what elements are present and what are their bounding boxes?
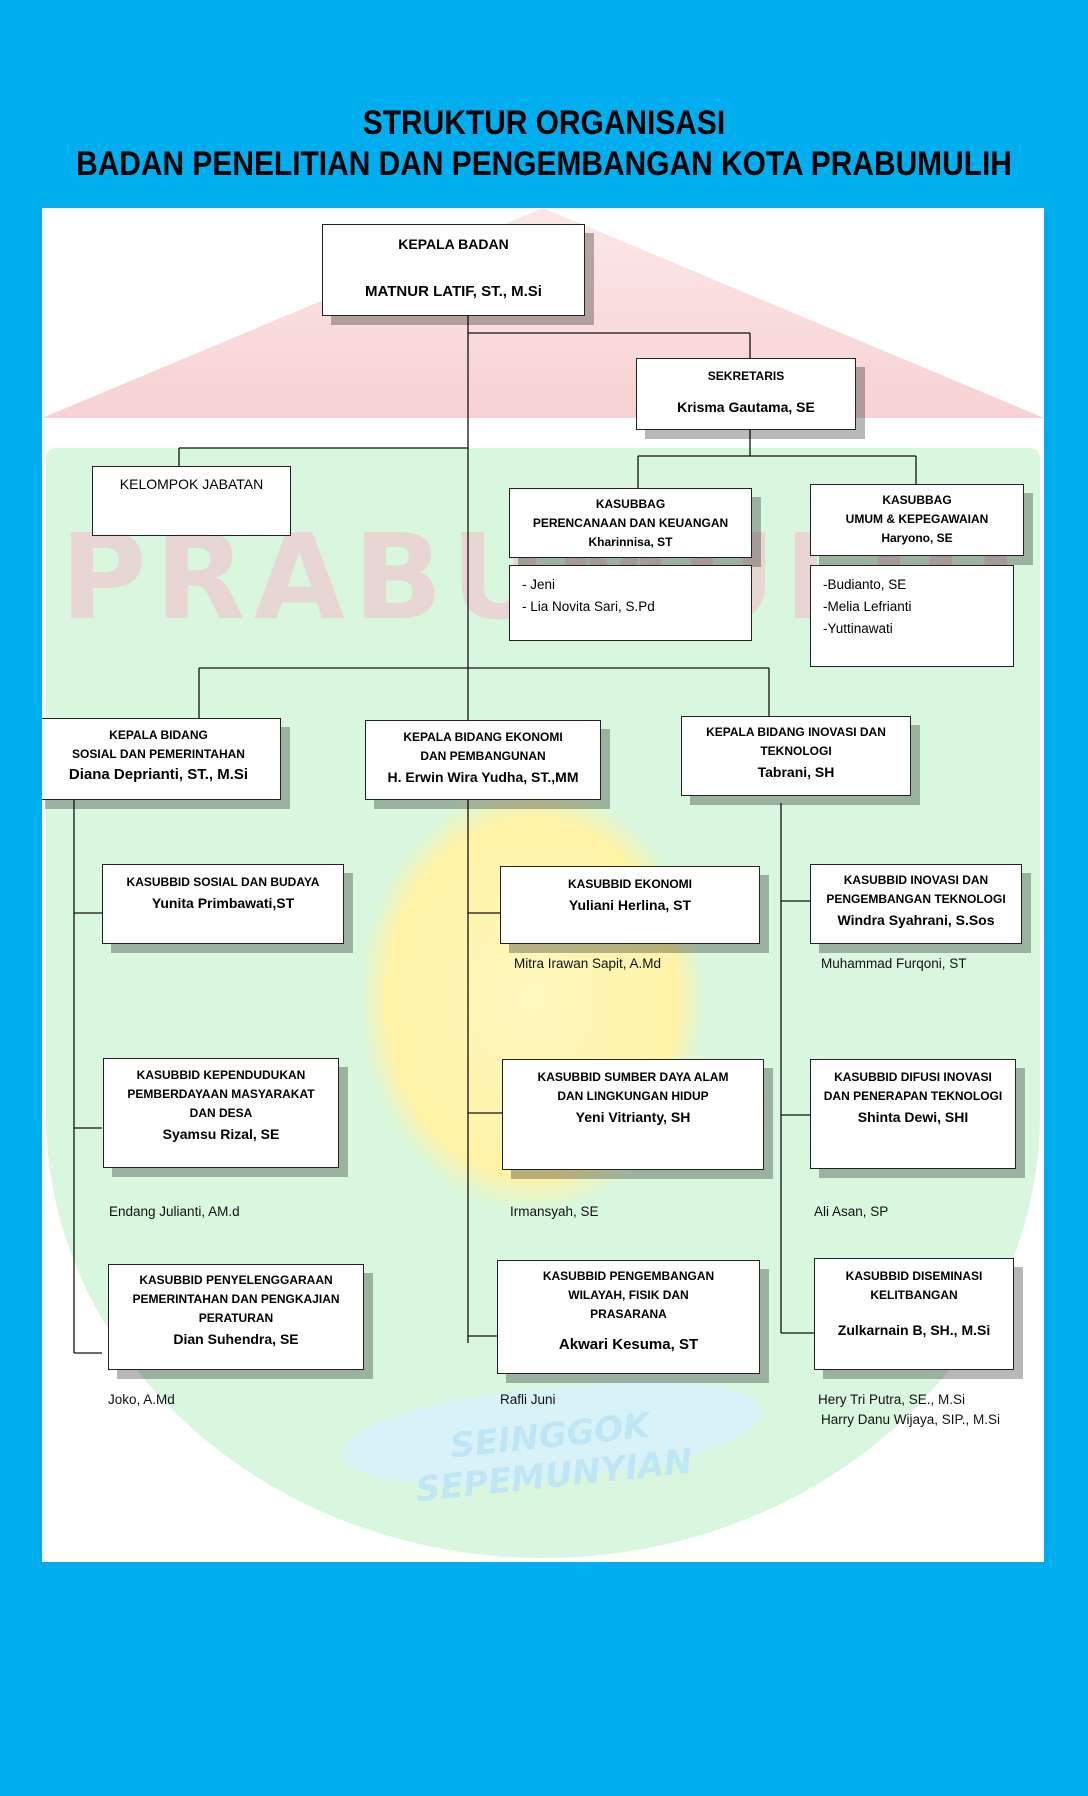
kabid-ekonomi-line2: DAN PEMBANGUNAN	[420, 749, 546, 763]
kasubbid-inovasi-staff: Muhammad Furqoni, ST	[821, 956, 967, 971]
kepala-badan-title: KEPALA BADAN	[398, 236, 509, 252]
kasubbid-penyelenggaraan-line2: PEMERINTAHAN DAN PENGKAJIAN	[132, 1292, 340, 1306]
kabid-sosial-line1: KEPALA BIDANG	[109, 728, 208, 742]
kasubbag-umum-staff-list: -Budianto, SE -Melia Lefrianti -Yuttinaw…	[810, 565, 1014, 667]
kasubbid-diseminasi-staff-1: Hery Tri Putra, SE., M.Si	[818, 1392, 966, 1407]
page-title-line1: STRUKTUR ORGANISASI	[362, 104, 726, 142]
kabid-ekonomi-box: KEPALA BIDANG EKONOMI DAN PEMBANGUNAN H.…	[365, 720, 601, 800]
kasubbid-sda-box: KASUBBID SUMBER DAYA ALAM DAN LINGKUNGAN…	[502, 1059, 764, 1170]
kasubbid-sosial-budaya-box: KASUBBID SOSIAL DAN BUDAYA Yunita Primba…	[102, 864, 344, 944]
kepala-badan-box: KEPALA BADAN MATNUR LATIF, ST., M.Si	[322, 224, 585, 316]
kelompok-jabatan-title: KELOMPOK JABATAN	[119, 476, 264, 492]
kasubbid-inovasi-line2: PENGEMBANGAN TEKNOLOGI	[826, 892, 1006, 906]
kasubbid-sosial-budaya-line1: KASUBBID SOSIAL DAN BUDAYA	[126, 875, 320, 889]
kasubbid-diseminasi-box: KASUBBID DISEMINASI KELITBANGAN Zulkarna…	[814, 1258, 1014, 1370]
kasubbid-difusi-line2: DAN PENERAPAN TEKNOLOGI	[823, 1089, 1003, 1103]
list-item: -Melia Lefrianti	[823, 599, 912, 614]
kepala-badan-name: MATNUR LATIF, ST., M.Si	[365, 283, 542, 300]
kasubbag-umum-line1: KASUBBAG	[882, 493, 952, 507]
kasubbag-perencanaan-staff-list: - Jeni - Lia Novita Sari, S.Pd	[509, 565, 752, 641]
list-item: - Jeni	[522, 577, 556, 592]
org-chart-panel: PRABUMULIH SEINGGOK SEPEMUNYIAN	[42, 208, 1044, 1562]
kasubbid-penyelenggaraan-line3: PERATURAN	[198, 1311, 274, 1325]
kasubbid-difusi-staff: Ali Asan, SP	[814, 1204, 889, 1219]
kabid-ekonomi-line1: KEPALA BIDANG EKONOMI	[403, 730, 563, 744]
kasubbid-wilayah-line2: WILAYAH, FISIK DAN	[568, 1288, 689, 1302]
kasubbag-perencanaan-line2: PERENCANAAN DAN KEUANGAN	[532, 516, 729, 530]
kasubbid-wilayah-line3: PRASARANA	[590, 1307, 667, 1321]
kasubbag-perencanaan-line1: KASUBBAG	[595, 497, 666, 511]
kasubbag-perencanaan-name: Kharinnisa, ST	[588, 535, 673, 549]
kabid-sosial-line2: SOSIAL DAN PEMERINTAHAN	[72, 747, 245, 761]
list-item: -Yuttinawati	[823, 621, 893, 636]
kabid-inovasi-line2: TEKNOLOGI	[760, 744, 832, 758]
list-item: -Budianto, SE	[823, 577, 907, 592]
kasubbid-diseminasi-name: Zulkarnain B, SH., M.Si	[837, 1322, 991, 1338]
kasubbid-ekonomi-box: KASUBBID EKONOMI Yuliani Herlina, ST	[500, 866, 760, 944]
page-title-line2: BADAN PENELITIAN DAN PENGEMBANGAN KOTA P…	[76, 145, 1012, 183]
kasubbid-penyelenggaraan-line1: KASUBBID PENYELENGGARAAN	[139, 1273, 333, 1287]
kasubbid-difusi-line1: KASUBBID DIFUSI INOVASI	[834, 1070, 992, 1084]
list-item: - Lia Novita Sari, S.Pd	[522, 599, 655, 614]
kasubbid-ekonomi-staff: Mitra Irawan Sapit, A.Md	[514, 956, 662, 971]
kabid-inovasi-box: KEPALA BIDANG INOVASI DAN TEKNOLOGI Tabr…	[681, 716, 911, 796]
kasubbid-kependudukan-staff: Endang Julianti, AM.d	[109, 1204, 240, 1219]
kasubbag-umum-box: KASUBBAG UMUM & KEPEGAWAIAN Haryono, SE	[810, 484, 1024, 556]
kabid-inovasi-line1: KEPALA BIDANG INOVASI DAN	[706, 725, 886, 739]
kasubbid-wilayah-box: KASUBBID PENGEMBANGAN WILAYAH, FISIK DAN…	[497, 1260, 760, 1374]
kelompok-jabatan-box: KELOMPOK JABATAN	[92, 466, 291, 536]
sekretaris-name: Krisma Gautama, SE	[677, 399, 815, 415]
kasubbid-diseminasi-line2: KELITBANGAN	[870, 1288, 958, 1302]
kasubbag-umum-line2: UMUM & KEPEGAWAIAN	[845, 512, 989, 526]
kasubbid-difusi-name: Shinta Dewi, SHI	[857, 1109, 969, 1125]
kasubbid-kependudukan-name: Syamsu Rizal, SE	[162, 1126, 280, 1142]
kasubbid-penyelenggaraan-staff: Joko, A.Md	[108, 1392, 175, 1407]
kasubbid-sda-name: Yeni Vitrianty, SH	[575, 1109, 691, 1125]
kabid-sosial-name: Diana Deprianti, ST., M.Si	[68, 766, 249, 783]
kabid-inovasi-name: Tabrani, SH	[757, 764, 835, 780]
kasubbid-penyelenggaraan-name: Dian Suhendra, SE	[173, 1331, 299, 1347]
kasubbid-sda-line2: DAN LINGKUNGAN HIDUP	[557, 1089, 709, 1103]
kasubbid-diseminasi-staff-2: Harry Danu Wijaya, SIP., M.Si	[821, 1412, 1001, 1427]
kasubbag-umum-name: Haryono, SE	[881, 531, 953, 545]
kasubbid-ekonomi-line1: KASUBBID EKONOMI	[567, 877, 692, 891]
kasubbid-wilayah-staff: Rafli Juni	[500, 1392, 556, 1407]
kasubbid-kependudukan-line3: DAN DESA	[189, 1106, 253, 1120]
kasubbag-perencanaan-box: KASUBBAG PERENCANAAN DAN KEUANGAN Kharin…	[509, 488, 752, 558]
sekretaris-title: SEKRETARIS	[707, 369, 785, 383]
kasubbid-ekonomi-name: Yuliani Herlina, ST	[568, 897, 692, 913]
kasubbid-kependudukan-line2: PEMBERDAYAAN MASYARAKAT	[127, 1087, 315, 1101]
kasubbid-sda-line1: KASUBBID SUMBER DAYA ALAM	[537, 1070, 729, 1084]
kasubbid-inovasi-name: Windra Syahrani, S.Sos	[837, 912, 995, 928]
kasubbid-penyelenggaraan-box: KASUBBID PENYELENGGARAAN PEMERINTAHAN DA…	[108, 1264, 364, 1370]
kasubbid-inovasi-box: KASUBBID INOVASI DAN PENGEMBANGAN TEKNOL…	[810, 864, 1022, 944]
kasubbid-sosial-budaya-name: Yunita Primbawati,ST	[151, 895, 295, 911]
kasubbid-wilayah-name: Akwari Kesuma, ST	[558, 1336, 699, 1353]
kasubbid-diseminasi-line1: KASUBBID DISEMINASI	[845, 1269, 983, 1283]
kabid-ekonomi-name: H. Erwin Wira Yudha, ST.,MM	[387, 769, 579, 785]
kasubbid-difusi-box: KASUBBID DIFUSI INOVASI DAN PENERAPAN TE…	[810, 1059, 1016, 1169]
kabid-sosial-box: KEPALA BIDANG SOSIAL DAN PEMERINTAHAN Di…	[42, 718, 281, 800]
kasubbid-kependudukan-line1: KASUBBID KEPENDUDUKAN	[136, 1068, 306, 1082]
kasubbid-kependudukan-box: KASUBBID KEPENDUDUKAN PEMBERDAYAAN MASYA…	[103, 1058, 339, 1168]
sekretaris-box: SEKRETARIS Krisma Gautama, SE	[636, 358, 856, 430]
connector-lines	[73, 316, 917, 1354]
kasubbid-wilayah-line1: KASUBBID PENGEMBANGAN	[542, 1269, 715, 1283]
kasubbid-inovasi-line1: KASUBBID INOVASI DAN	[843, 873, 989, 887]
kasubbid-sda-staff: Irmansyah, SE	[510, 1204, 599, 1219]
